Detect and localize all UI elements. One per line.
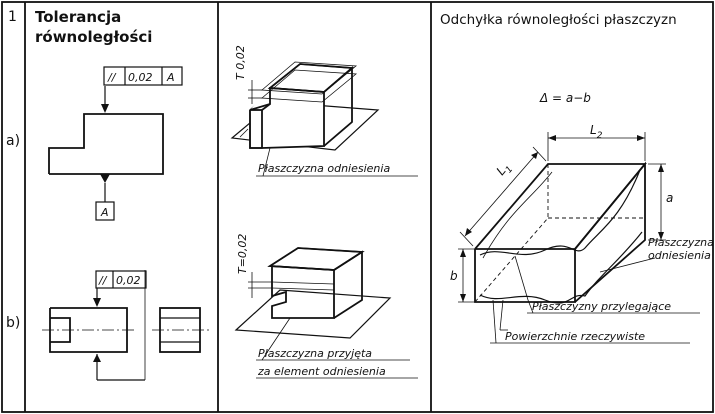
label-adjacent-planes: Płaszczyzny przylegające — [532, 300, 671, 313]
datum-box: A — [95, 201, 115, 221]
title-line-1: Tolerancja — [35, 8, 121, 26]
row-b-tolerance-label: T=0,02 — [236, 234, 249, 274]
label-reference-line-2: odniesienia — [648, 249, 711, 262]
row-a-leader-arrow — [101, 104, 109, 113]
real-surface-top — [479, 169, 641, 256]
row-b-caption-line-2: za element odniesienia — [257, 365, 386, 378]
row-b-feature-control-frame: // 0,02 — [95, 270, 147, 289]
deviation-title: Odchyłka równoległości płaszczyzn — [440, 12, 677, 28]
dim-l1: L1 — [494, 159, 516, 180]
row-b-leader-arrow — [93, 298, 101, 307]
row-b-frame-symbol: // — [98, 274, 108, 287]
row-a-step-profile — [48, 113, 164, 175]
row-a-frame-tolerance: 0,02 — [128, 71, 153, 84]
dim-l2-letter: L — [590, 123, 597, 137]
index-number: 1 — [8, 9, 17, 25]
row-b-slotted-body — [49, 307, 128, 353]
datum-triangle — [100, 174, 110, 183]
row-a-isometric — [230, 61, 380, 151]
row-b-caption-line-1: Płaszczyzna przyjęta — [258, 347, 372, 360]
row-b-frame-tolerance: 0,02 — [116, 274, 141, 287]
dim-l2-subscript: 2 — [597, 131, 603, 141]
dim-b: b — [450, 269, 458, 283]
row-b-lower-arrow — [93, 354, 101, 362]
reference-plane-b — [234, 289, 392, 339]
row-a-caption: Płaszczyzna odniesienia — [258, 162, 390, 175]
row-label-b: b) — [6, 315, 20, 331]
title-line-2: równoległości — [35, 28, 152, 46]
datum-letter: A — [100, 206, 109, 219]
row-a-frame-symbol: // — [107, 71, 117, 84]
row-label-a: a) — [6, 133, 20, 149]
deviation-diagram — [458, 132, 700, 344]
row-a-drawing — [48, 86, 164, 202]
dim-a: a — [666, 191, 673, 205]
row-a-feature-control-frame: // 0,02 A — [103, 66, 183, 86]
real-surface-bottom — [479, 231, 643, 304]
label-real-surfaces: Powierzchnie rzeczywiste — [505, 330, 645, 343]
row-a-tolerance-label: T 0,02 — [234, 45, 247, 80]
row-b-isometric — [234, 247, 392, 339]
row-a-frame-datum: A — [166, 71, 175, 84]
deviation-formula: Δ = a−b — [539, 91, 591, 105]
row-b-drawing — [42, 270, 210, 381]
dim-l2: L2 — [590, 123, 603, 141]
label-reference-line-1: Płaszczyzna — [648, 236, 714, 249]
dim-l1-subscript: 1 — [504, 165, 515, 176]
